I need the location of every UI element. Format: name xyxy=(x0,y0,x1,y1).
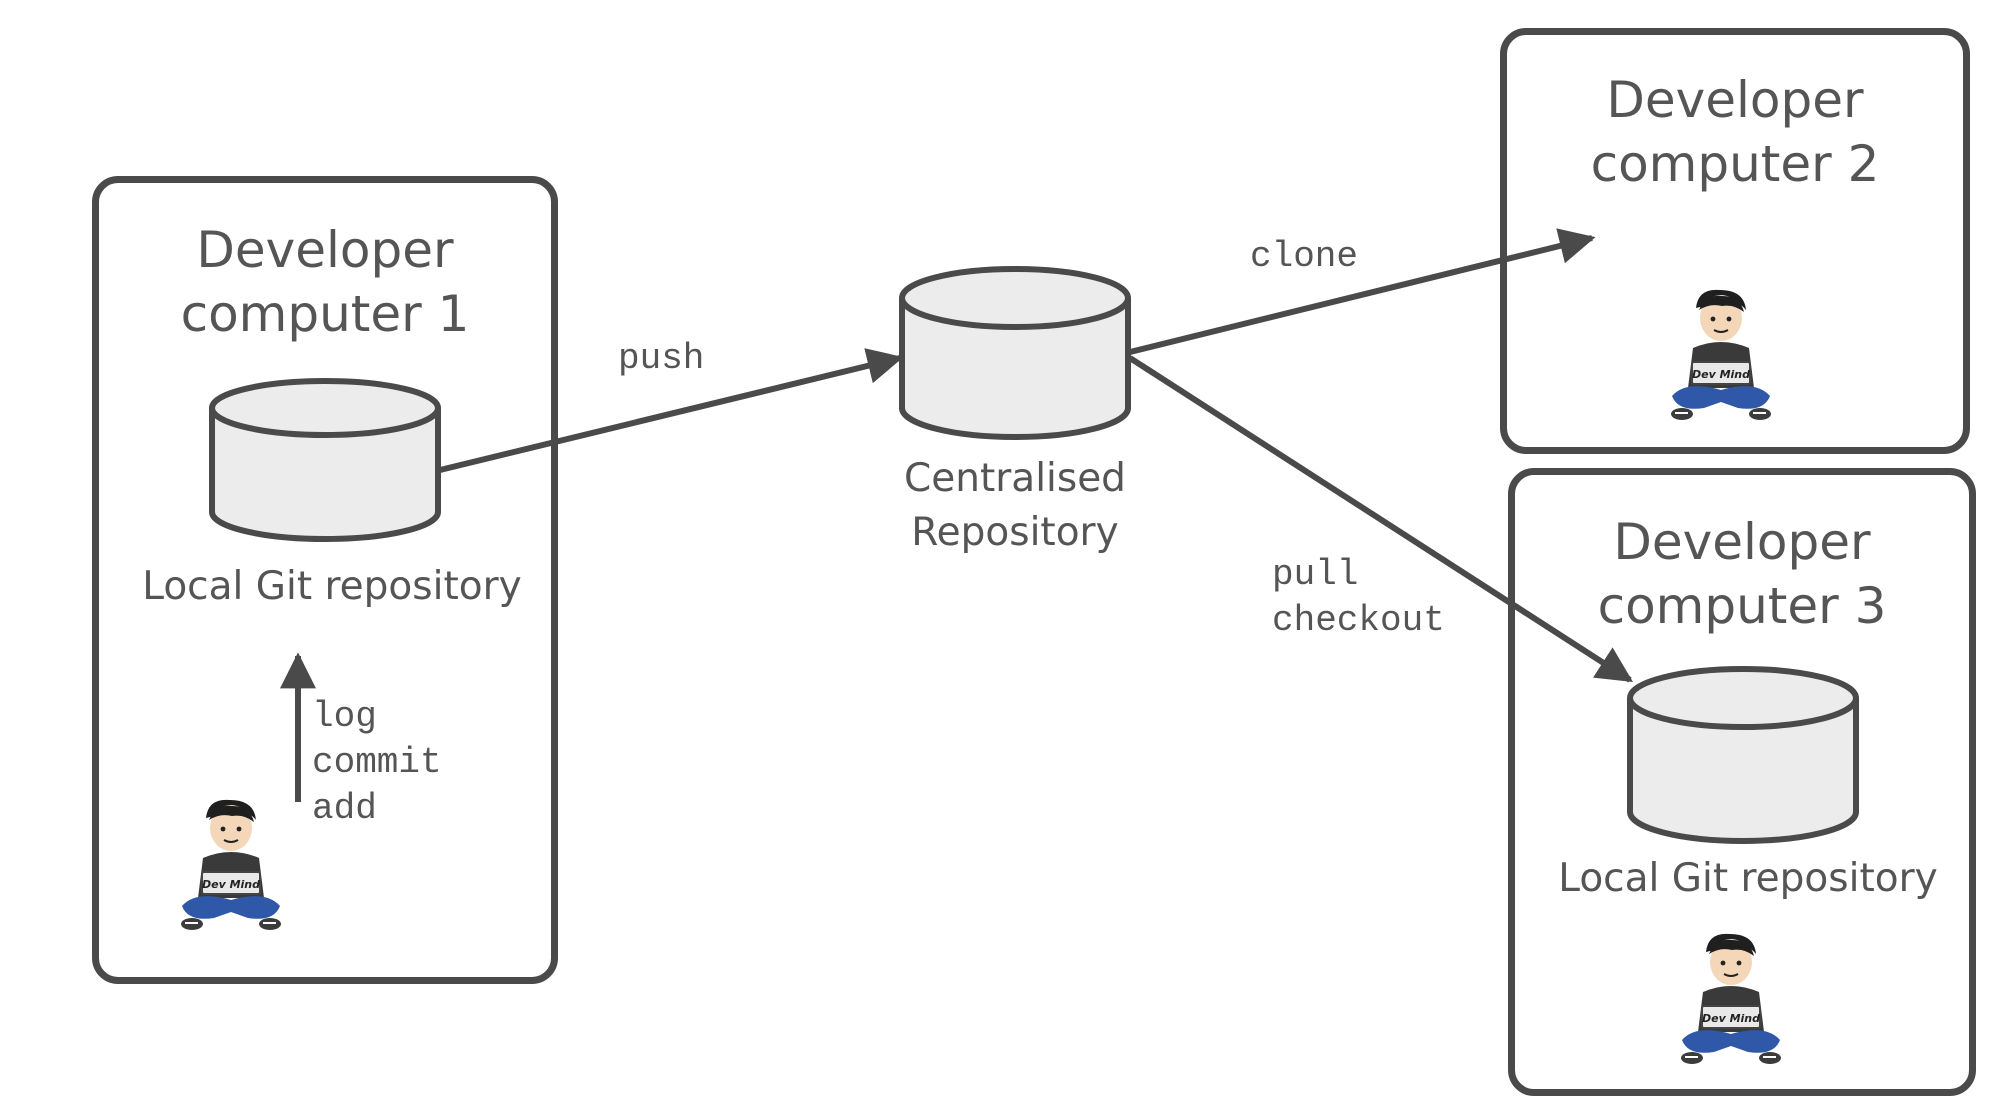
local-repo-3-label: Local Git repository xyxy=(1558,856,1938,901)
developer-avatar-3: Dev Mind xyxy=(1681,933,1781,1064)
computer-3-title: Developer computer 3 xyxy=(1508,510,1976,638)
clone-arrow xyxy=(1129,228,1596,355)
avatar-1-laptop-text: Dev Mind xyxy=(202,878,260,891)
central-repo-label-line1: Centralised xyxy=(904,456,1126,501)
developer-computer-2-box xyxy=(1500,28,1970,454)
add-command-label: add xyxy=(312,788,377,829)
local-repo-3-cylinder xyxy=(1627,666,1859,844)
central-repo-label-line2: Repository xyxy=(911,510,1119,555)
log-command-label: log xyxy=(312,696,377,737)
computer-1-title-line2: computer 1 xyxy=(180,285,470,343)
computer-3-title-line1: Developer xyxy=(1613,513,1871,571)
checkout-command-label: checkout xyxy=(1272,600,1445,641)
pull-command-label: pull xyxy=(1272,554,1359,595)
push-arrow xyxy=(439,348,904,473)
central-repo-cylinder xyxy=(899,266,1131,440)
local-repo-1-cylinder xyxy=(209,378,441,542)
avatar-3-laptop-text: Dev Mind xyxy=(1702,1012,1760,1025)
computer-2-title: Developer computer 2 xyxy=(1500,68,1970,196)
avatar-2-laptop-text: Dev Mind xyxy=(1692,368,1750,381)
computer-2-title-line2: computer 2 xyxy=(1590,135,1880,193)
push-command-label: push xyxy=(618,338,705,379)
clone-command-label: clone xyxy=(1250,236,1359,277)
developer-computer-1-box xyxy=(92,176,558,984)
computer-2-title-line1: Developer xyxy=(1606,71,1864,129)
computer-1-title: Developer computer 1 xyxy=(92,218,558,346)
developer-avatar-1: Dev Mind xyxy=(181,799,281,930)
local-repo-1-label: Local Git repository xyxy=(142,564,522,609)
computer-3-title-line2: computer 3 xyxy=(1597,577,1887,635)
developer-computer-3-box xyxy=(1508,468,1976,1096)
computer-1-title-line1: Developer xyxy=(196,221,454,279)
developer-avatar-2: Dev Mind xyxy=(1671,289,1771,420)
commit-command-label: commit xyxy=(312,742,442,783)
pull-checkout-arrow xyxy=(1128,355,1634,683)
central-repo-label: Centralised Repository xyxy=(870,452,1160,560)
